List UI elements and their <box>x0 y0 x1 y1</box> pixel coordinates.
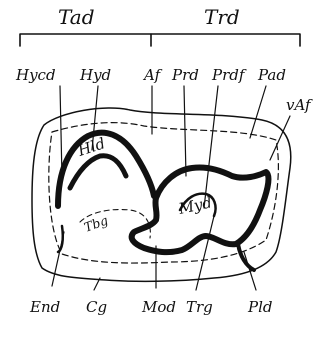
leader-end <box>52 232 64 286</box>
bracket-trd <box>151 34 300 46</box>
label-trg: Trg <box>186 298 213 316</box>
group-label-tad: Tad <box>58 5 95 29</box>
label-pld: Pld <box>247 298 273 316</box>
bracket-tad <box>20 34 151 46</box>
hypolophid-crest <box>58 133 154 206</box>
leader-prd <box>184 86 186 176</box>
label-vaf: vAf <box>286 96 313 114</box>
leader-hycd <box>60 86 62 178</box>
group-label-trd: Trd <box>204 5 240 29</box>
label-hycd: Hycd <box>15 66 56 84</box>
leader-pad <box>250 86 266 138</box>
label-hyd: Hyd <box>79 66 111 84</box>
leader-prdf <box>204 86 218 208</box>
label-prdf: Prdf <box>211 66 247 84</box>
label-prd: Prd <box>171 66 199 84</box>
label-tbg: Tbg <box>82 212 110 234</box>
label-pad: Pad <box>257 66 286 84</box>
label-myd: Myd <box>176 193 213 218</box>
label-cg: Cg <box>86 298 107 316</box>
hycd-inner-crest <box>70 156 126 188</box>
label-end: End <box>29 298 60 316</box>
label-mod: Mod <box>141 298 176 316</box>
label-af: Af <box>142 66 163 84</box>
